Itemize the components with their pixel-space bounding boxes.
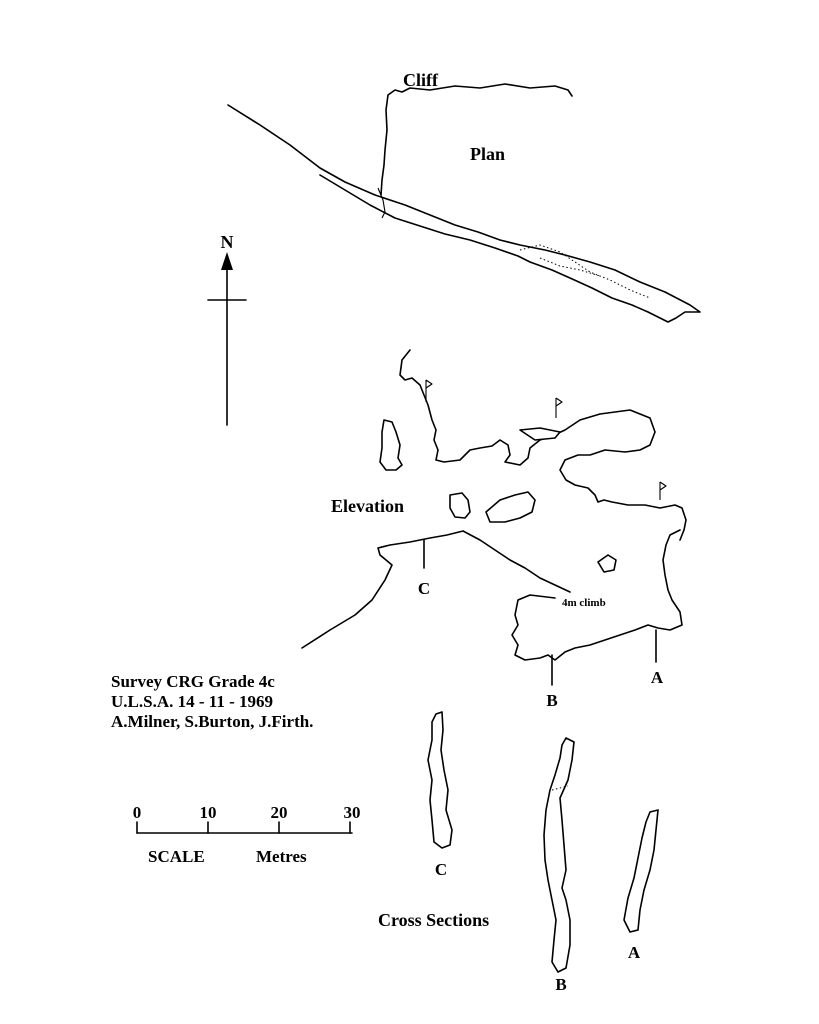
- survey-info-line-1: Survey CRG Grade 4c: [111, 672, 275, 691]
- cliff-line: [380, 83, 573, 196]
- scale-caption: SCALE: [148, 847, 205, 866]
- elevation-roof-outline: [399, 349, 687, 541]
- section-label-a-elevation: A: [651, 668, 664, 687]
- cross-sections: [427, 711, 659, 973]
- cross-sections-label: Cross Sections: [378, 910, 489, 930]
- scale-tick-label-30: 30: [344, 803, 361, 822]
- scale-bar: 0 10 20 30 SCALE Metres: [133, 803, 361, 866]
- cross-section-c: [427, 711, 453, 849]
- plan-dotted-detail: [519, 244, 651, 299]
- cliff-label: Cliff: [403, 70, 439, 90]
- north-arrow: [207, 252, 247, 426]
- plan-cliff-step: [377, 187, 386, 219]
- elevation-block-3: [485, 491, 536, 523]
- elevation-lower-passage: [511, 529, 683, 661]
- survey-info-line-3: A.Milner, S.Burton, J.Firth.: [111, 712, 314, 731]
- plan-view: [227, 83, 701, 323]
- scale-unit: Metres: [256, 847, 307, 866]
- section-label-c-cross: C: [435, 860, 447, 879]
- flag-icon-3: [659, 481, 667, 500]
- section-label-b-cross: B: [555, 975, 566, 994]
- elevation-ledge: [519, 427, 561, 441]
- cross-section-a: [623, 809, 659, 933]
- cross-section-b-dotted: [551, 785, 569, 791]
- section-label-c-elevation: C: [418, 579, 430, 598]
- plan-label: Plan: [470, 144, 505, 164]
- cross-section-b: [543, 737, 575, 973]
- climb-label: 4m climb: [562, 597, 606, 609]
- flag-icon-1: [425, 379, 433, 402]
- elevation-block-2: [449, 492, 471, 519]
- elevation-label: Elevation: [331, 496, 404, 516]
- north-arrowhead-icon: [221, 252, 233, 270]
- survey-info-line-2: U.L.S.A. 14 - 11 - 1969: [111, 692, 273, 711]
- flag-icon-2: [555, 397, 563, 418]
- scale-tick-label-20: 20: [271, 803, 288, 822]
- section-label-b-elevation: B: [546, 691, 557, 710]
- survey-info: Survey CRG Grade 4c U.L.S.A. 14 - 11 - 1…: [111, 672, 313, 732]
- elevation-view: [301, 349, 687, 686]
- elevation-block-1: [379, 419, 403, 471]
- section-label-a-cross: A: [628, 943, 641, 962]
- elevation-block-4: [597, 554, 617, 573]
- plan-passage-outline: [227, 104, 701, 323]
- elevation-floor-outline: [301, 530, 571, 649]
- scale-tick-label-0: 0: [133, 803, 142, 822]
- scale-tick-label-10: 10: [200, 803, 217, 822]
- north-label: N: [221, 232, 234, 252]
